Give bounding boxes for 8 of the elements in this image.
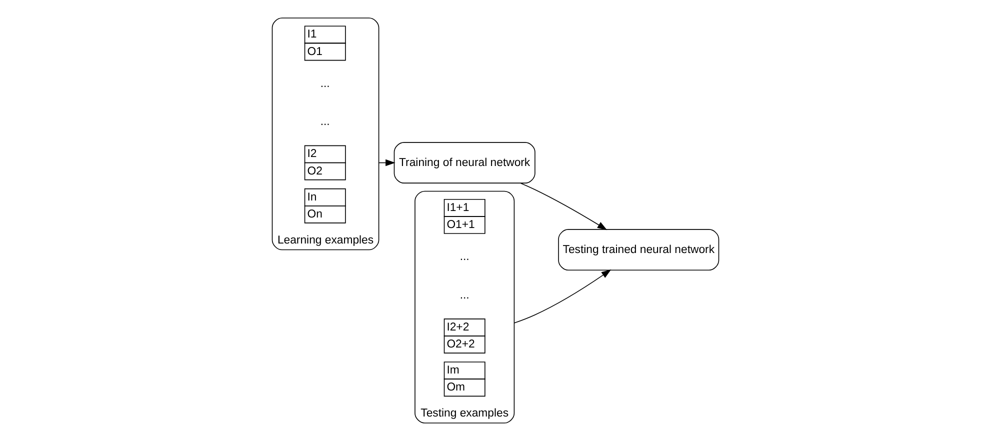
label: ...	[320, 116, 330, 128]
node-box: Training of neural network	[394, 142, 536, 184]
label: ...	[460, 289, 470, 302]
node-box: Testing trained neural network	[558, 229, 720, 271]
label: ...	[320, 78, 330, 90]
arrow	[514, 269, 612, 324]
label: ...	[460, 251, 470, 264]
arrow	[520, 182, 608, 230]
